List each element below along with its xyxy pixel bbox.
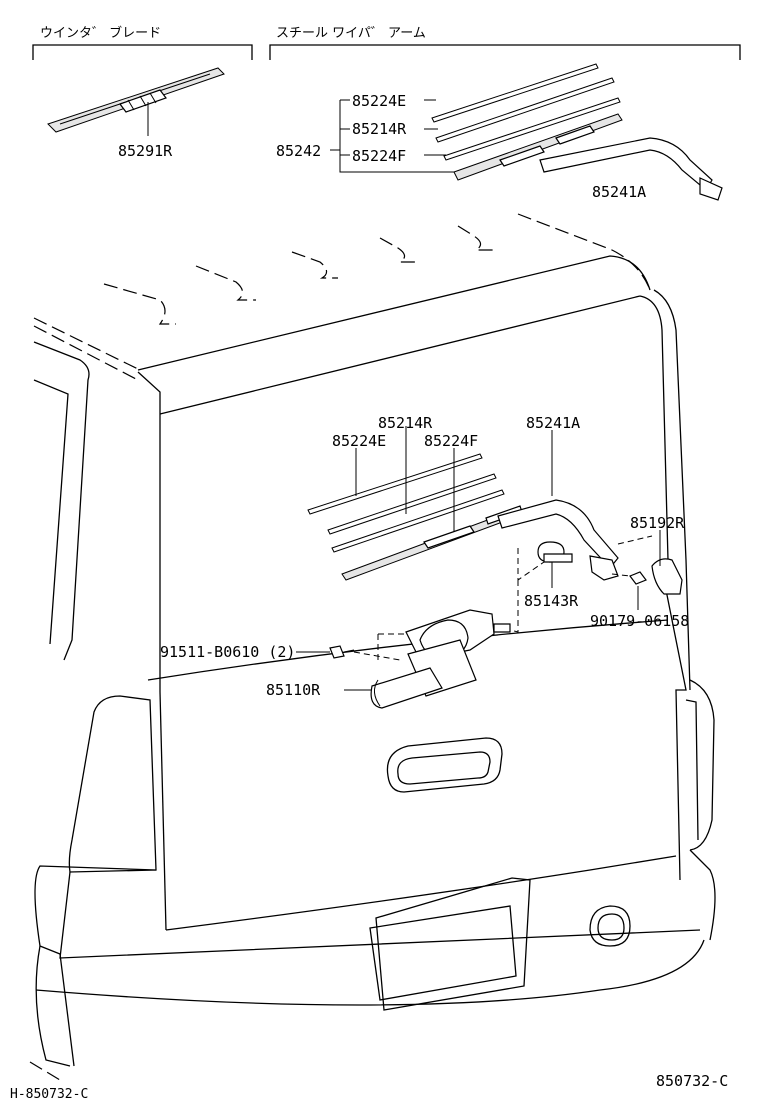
label-85291R: 85291R [118,142,173,160]
main-blade-assembly [341,505,525,581]
main-cap-85192R [651,558,683,595]
main-motor-85110R [370,609,511,709]
assembly-guide-lines [353,535,653,664]
label-top-85224F: 85224F [352,147,406,165]
label-top-85242: 85242 [276,142,321,160]
label-main-85192R: 85192R [630,514,685,532]
top-rubber-strips [431,63,621,161]
header-blade-group: ウインタ゛ ブレード [32,25,253,60]
header-blade: ウインタ゛ ブレード [40,25,161,41]
label-main-85214R: 85214R [378,414,433,432]
label-main-91511: 91511-B0610 (2) [160,643,295,661]
main-wiper-arm [497,499,619,581]
header-arm: スチール ワイパ゛ アーム [276,26,426,41]
main-bolt-91511 [329,645,355,659]
main-nut-90179 [629,571,647,585]
label-main-90179: 90179-06158 [590,612,689,630]
main-pivot-85143R [537,541,573,563]
wiper-blade-illustration [47,67,225,133]
footer-left-code: H-850732-C [10,1087,88,1102]
label-top-85224E: 85224E [352,92,406,110]
label-main-85224F: 85224F [424,432,478,450]
bracket-85242 [339,100,454,173]
footer-right-code: 850732-C [656,1072,728,1090]
bracket-blade [32,44,253,60]
label-main-85143R: 85143R [524,592,579,610]
main-leader-lines [296,426,661,691]
header-arm-group: スチール ワイパ゛ アーム [269,26,741,60]
label-main-85110R: 85110R [266,681,321,699]
label-main-85224E: 85224E [332,432,386,450]
main-rubber-strips [307,453,505,553]
label-top-85241A: 85241A [592,183,646,201]
top-blade-assembly [453,113,623,181]
label-main-85241A: 85241A [526,414,580,432]
label-top-85214R: 85214R [352,120,407,138]
top-wiper-arm [539,137,723,201]
bracket-arm [269,44,741,60]
vehicle-body-outline [29,213,716,1081]
